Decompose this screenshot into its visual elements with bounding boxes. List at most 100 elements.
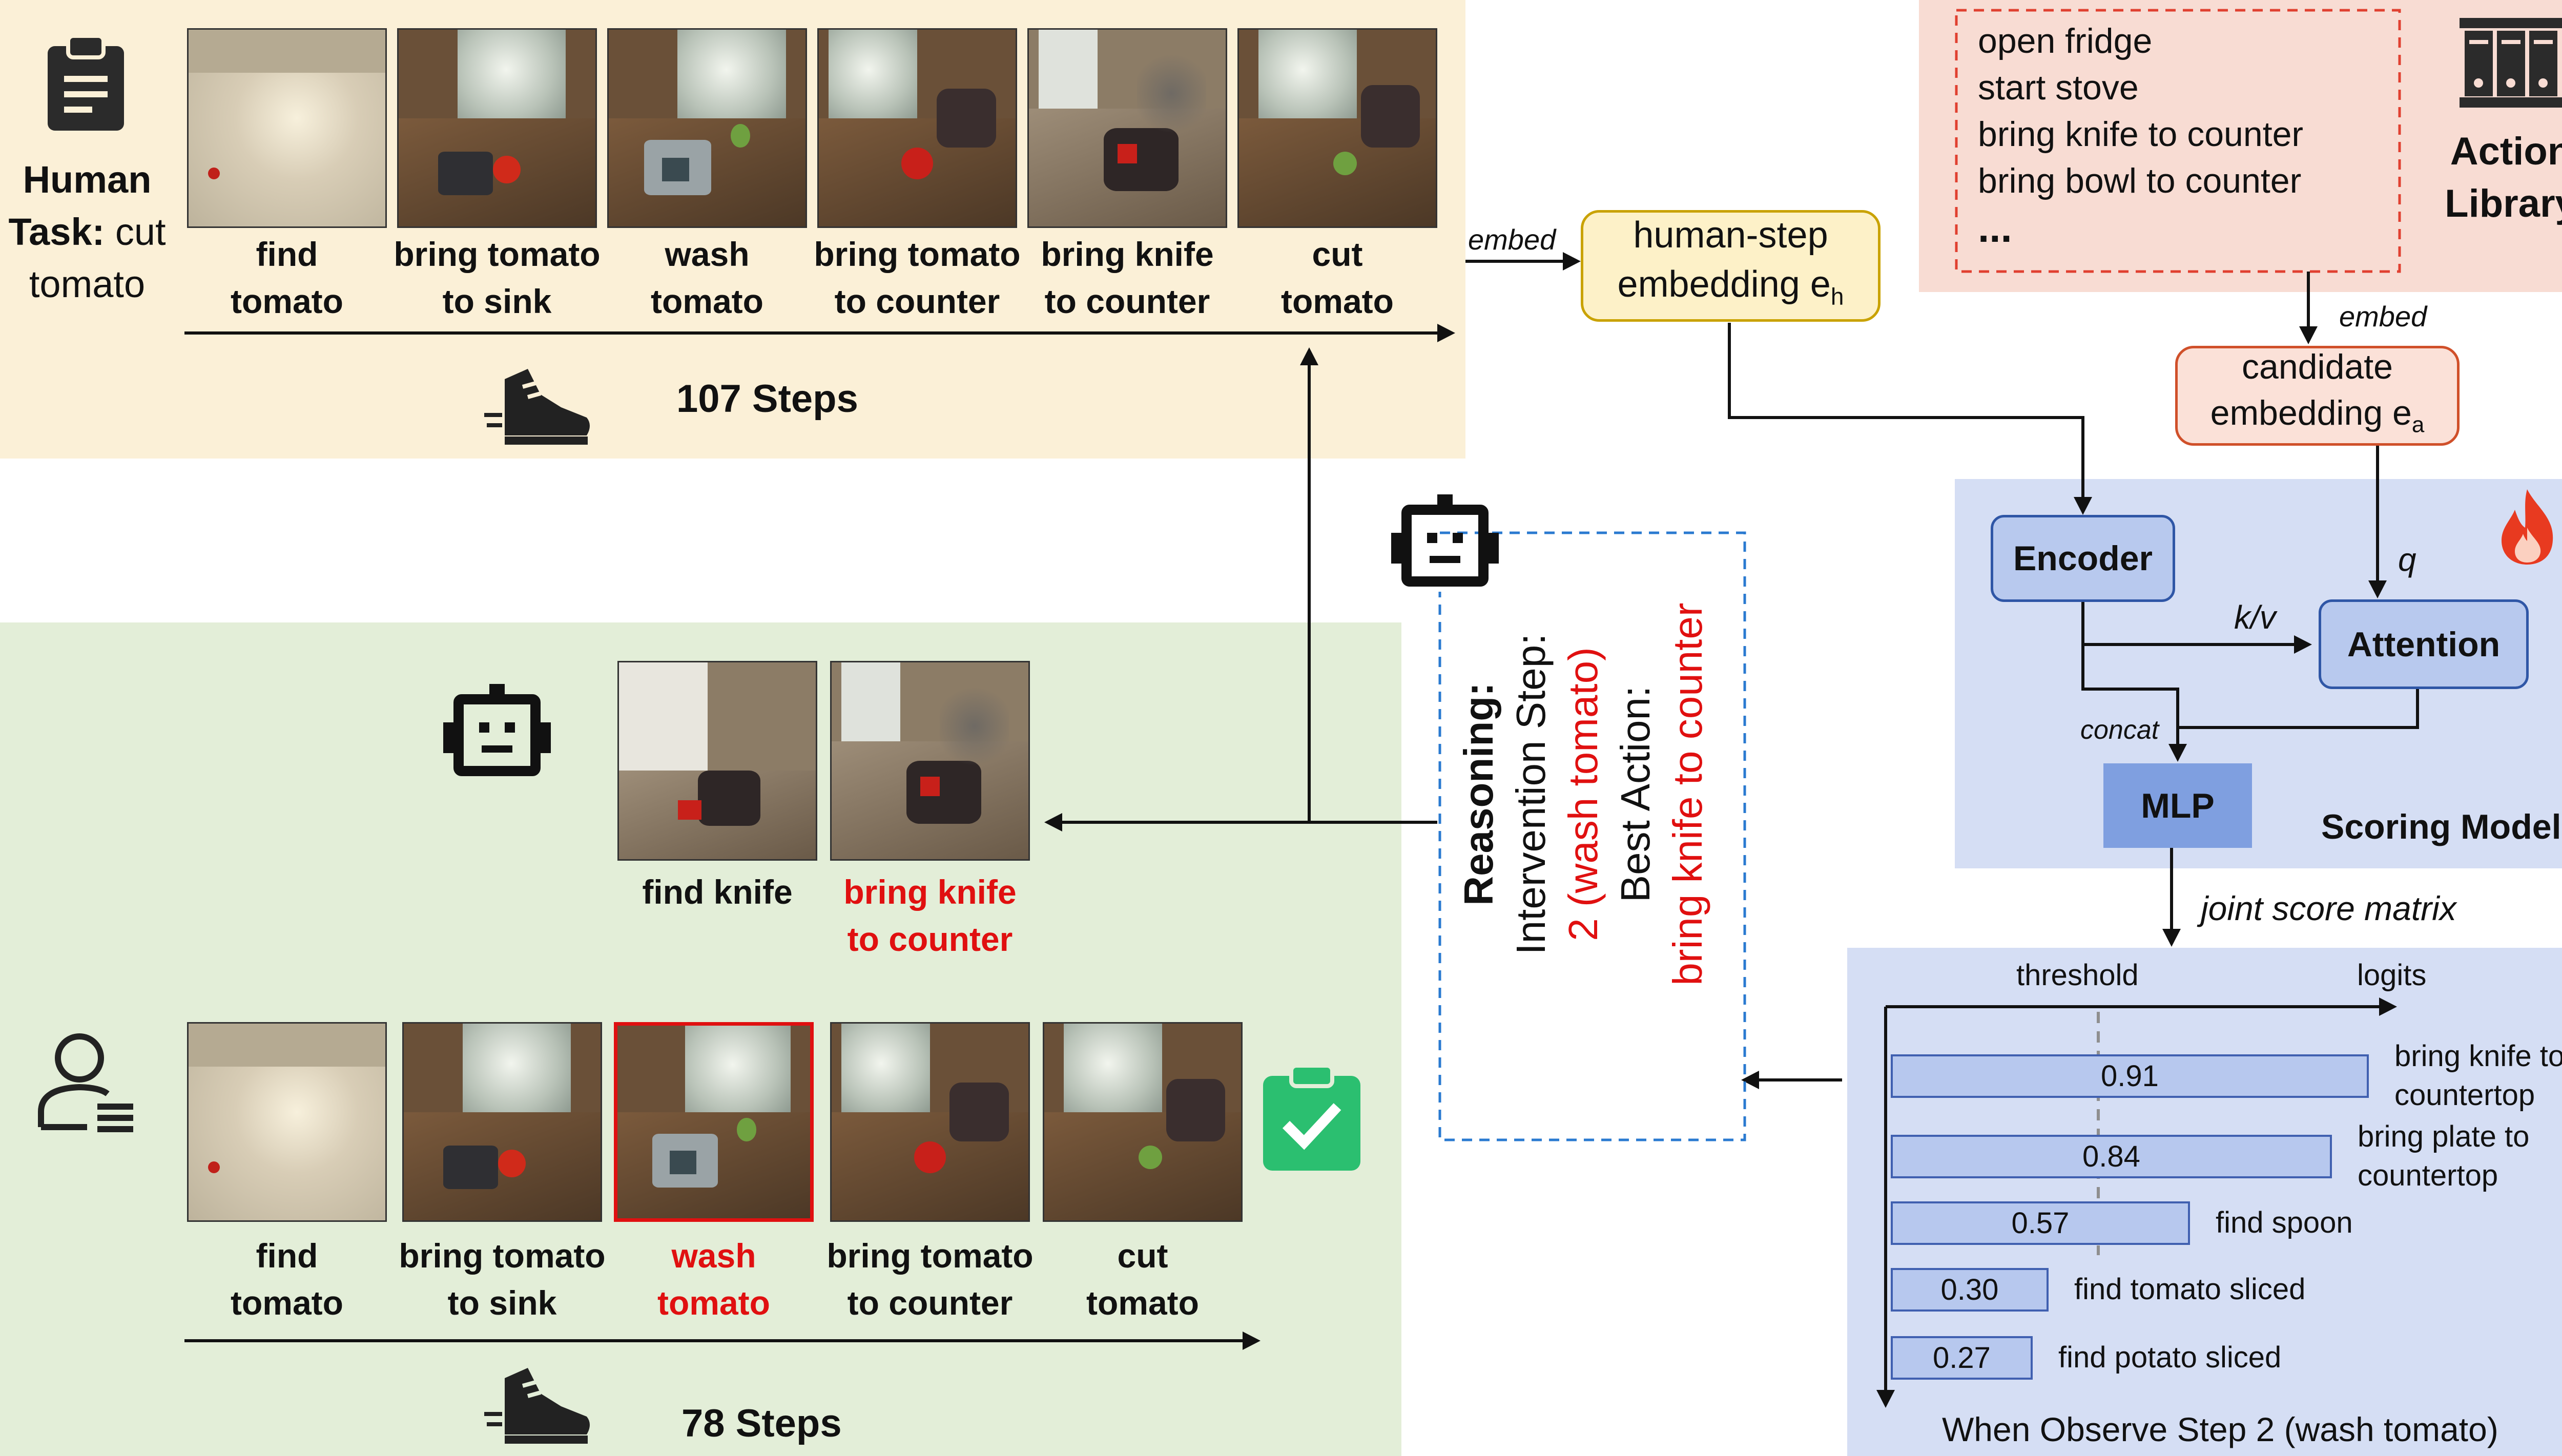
score-bar-category-line: find spoon [2216, 1206, 2353, 1239]
score-bar-value: 0.57 [2011, 1207, 2070, 1240]
robot-step-label: wash tomato [581, 1232, 847, 1326]
shoe-icon-robot [484, 1358, 594, 1447]
reasoning-intervention-label: Intervention Step: [1508, 633, 1554, 955]
joint-score-matrix-label: joint score matrix [2201, 889, 2456, 927]
score-bar-category-line: bring plate to [2358, 1120, 2530, 1153]
robot-suggested-frame [617, 661, 817, 861]
robot-step-frame [1043, 1022, 1243, 1222]
candidate-embedding-line1: candidate [2242, 347, 2393, 386]
human-step-frame [607, 28, 807, 228]
robot-step-label-line1: wash [671, 1237, 756, 1275]
reasoning-text: Reasoning: Intervention Step: 2 (wash to… [1453, 530, 1719, 1058]
action-library-list: open fridge start stove bring knife to c… [1978, 18, 2303, 251]
human-step-label-line2: tomato [231, 282, 343, 320]
user-icon [31, 1030, 138, 1132]
clipboard-check-icon [1261, 1063, 1363, 1173]
score-bar-category: bring plate to countertop [2358, 1117, 2529, 1195]
score-bar-category-line: find potato sliced [2058, 1341, 2282, 1374]
robot-step-frame [187, 1022, 387, 1222]
human-step-label-line1: find [256, 235, 318, 273]
score-bar-category-line: find tomato sliced [2074, 1273, 2306, 1306]
mlp-block: MLP [2103, 763, 2252, 848]
robot-step-count: 78 Steps [681, 1402, 842, 1445]
score-bar-category: find tomato sliced [2074, 1270, 2305, 1309]
reasoning-title: Reasoning: [1456, 682, 1501, 906]
reasoning-best-action-label: Best Action: [1613, 685, 1658, 903]
encoder-block: Encoder [1991, 515, 2175, 602]
human-step-label: find tomato [154, 231, 420, 325]
reasoning-intervention-value: 2 (wash tomato) [1560, 647, 1606, 941]
kv-label: k/v [2234, 599, 2276, 636]
human-step-frame [817, 28, 1017, 228]
score-bar: 0.84 [1891, 1135, 2332, 1178]
concat-label: concat [2080, 715, 2159, 745]
robot-step-label-line2: to sink [447, 1284, 557, 1322]
library-item: bring knife to counter [1978, 115, 2304, 154]
human-step-label-line1: bring tomato [394, 235, 601, 273]
robot-suggested-label-line1: bring knife [843, 873, 1017, 911]
score-bar-category: bring knife to countertop [2394, 1037, 2562, 1115]
robot-step-label-line1: cut [1117, 1237, 1168, 1275]
action-library-panel [1919, 0, 2562, 292]
bookshelf-icon [2457, 15, 2562, 110]
robot-step-label-line2: tomato [231, 1284, 343, 1322]
score-bar: 0.30 [1891, 1268, 2049, 1312]
human-step-label: wash tomato [574, 231, 840, 325]
robot-step-label-line1: bring tomato [399, 1237, 606, 1275]
robot-suggested-label: find knife [584, 868, 851, 916]
logits-label: logits [2357, 959, 2427, 992]
score-chart-caption: When Observe Step 2 (wash tomato) [1942, 1410, 2498, 1448]
candidate-embedding-line2: embedding e [2210, 393, 2412, 432]
shoe-icon [484, 359, 594, 448]
score-bar-category: find spoon [2216, 1203, 2353, 1242]
human-step-embedding-sub: h [1830, 283, 1844, 310]
robot-suggested-label: bring knife to counter [797, 868, 1063, 963]
embed-label-library: embed [2339, 300, 2427, 332]
q-label: q [2398, 541, 2416, 578]
robot-step-label-line2: tomato [1086, 1284, 1199, 1322]
library-item: open fridge [1978, 22, 2153, 60]
score-bar-value: 0.84 [2082, 1140, 2140, 1173]
score-bar: 0.91 [1891, 1054, 2369, 1098]
threshold-label: threshold [2016, 959, 2139, 992]
score-bar: 0.27 [1891, 1336, 2033, 1380]
human-step-embedding-box: human-step embedding eh [1581, 210, 1881, 322]
attention-block: Attention [2319, 599, 2529, 689]
action-library-title: Action Library [2445, 130, 2562, 225]
human-step-label-line2: tomato [1281, 282, 1394, 320]
robot-suggested-label-line1: find knife [642, 873, 793, 911]
robot-step-frame [402, 1022, 602, 1222]
score-bar-category-line: bring knife to [2394, 1039, 2562, 1073]
human-step-label-line1: wash [665, 235, 750, 273]
human-step-label-line1: bring knife [1041, 235, 1214, 273]
score-bar-category-line: countertop [2358, 1159, 2498, 1192]
human-step-label-line2: to sink [442, 282, 552, 320]
human-step-frame [1237, 28, 1437, 228]
human-step-embedding-line2: embedding e [1617, 264, 1831, 305]
library-item: bring bowl to counter [1978, 161, 2302, 200]
human-step-label-line2: tomato [651, 282, 763, 320]
score-bar-category-line: countertop [2394, 1078, 2535, 1112]
robot-icon-reasoning [1391, 492, 1499, 587]
library-item: start stove [1978, 68, 2139, 107]
flame-icon [2495, 487, 2559, 566]
score-bar-value: 0.27 [1933, 1341, 1991, 1375]
human-step-frame [1027, 28, 1227, 228]
robot-step-label-line2: to counter [847, 1284, 1013, 1322]
human-step-label: bring tomato to sink [364, 231, 630, 325]
robot-step-label-line2: tomato [657, 1284, 770, 1322]
human-task-title: Human Task: cut tomato [8, 158, 166, 305]
candidate-embedding-sub: a [2411, 412, 2425, 438]
human-step-frame [187, 28, 387, 228]
scoring-model-title: Scoring Model [2321, 807, 2561, 846]
clipboard-icon [44, 31, 128, 133]
robot-suggested-label-line2: to counter [847, 920, 1013, 958]
score-bar-category: find potato sliced [2058, 1338, 2281, 1377]
candidate-embedding-box: candidate embedding ea [2175, 346, 2460, 446]
